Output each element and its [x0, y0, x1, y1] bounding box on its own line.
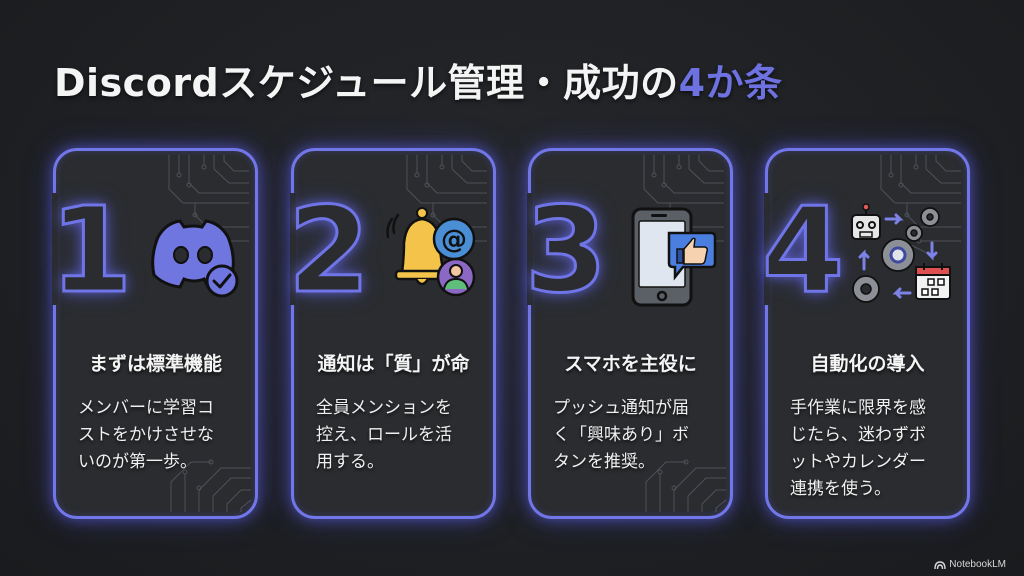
card-number: 4 — [760, 181, 845, 319]
border-gap — [764, 193, 770, 305]
discord-check-icon — [136, 197, 246, 307]
card-title: まずは標準機能 — [88, 353, 222, 375]
bell-mention-role-icon: @ — [374, 197, 484, 307]
card-title: 通知は「質」が命 — [317, 353, 470, 375]
slide-title-accent: 4か条 — [678, 61, 783, 105]
notebooklm-watermark: NotebookLM — [934, 559, 1006, 570]
card-number: 2 — [286, 181, 371, 319]
card-number: 1 — [48, 181, 133, 319]
border-gap — [290, 193, 296, 305]
svg-text:@: @ — [441, 225, 467, 255]
border-gap — [527, 193, 533, 305]
card-body: メンバーに学習コ ストをかけさせな いのが第一歩。 — [78, 398, 214, 472]
brand-label: NotebookLM — [949, 559, 1006, 570]
card-body: プッシュ通知が届 く「興味あり」ボ タンを推奨。 — [553, 398, 689, 472]
automation-bot-calendar-icon — [848, 197, 958, 307]
slide-title-main: Discordスケジュール管理・成功の — [54, 61, 679, 105]
tip-card-1: 1 まずは標準機能 メンバーに学習コ ストをかけさせな いのが第一歩。 — [48, 148, 258, 519]
smartphone-thumbs-up-icon — [611, 197, 721, 307]
tip-card-3: 3 スマホを主役に プッシュ通知が届 く「興味あり」ボ タンを推奨。 — [523, 148, 733, 519]
card-number: 3 — [523, 181, 608, 319]
card-title: スマホを主役に — [564, 353, 697, 375]
notebooklm-logo-icon — [934, 560, 946, 569]
card-body: 全員メンションを 控え、ロールを活 用する。 — [316, 398, 452, 472]
tip-card-2: 2 @ 通知は「質」が命 全員メンションを 控え、ロールを活 用する。 — [286, 148, 496, 519]
card-title: 自動化の導入 — [810, 353, 925, 375]
border-gap — [52, 193, 58, 305]
tip-card-4: 4 — [760, 148, 970, 519]
card-body: 手作業に限界を感 じたら、迷わずボ ットやカレンダー 連携を使う。 — [790, 398, 926, 499]
slide-title: Discordスケジュール管理・成功の4か条 — [54, 52, 783, 107]
